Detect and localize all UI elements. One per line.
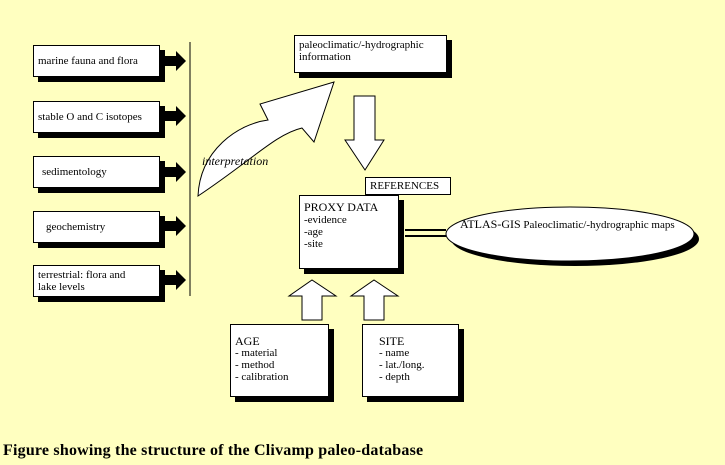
- source-arrow-3: [165, 162, 186, 182]
- source-label-sedimentology: sedimentology: [42, 166, 107, 178]
- paleo-info-box: paleoclimatic/-hydrographic information: [294, 35, 447, 73]
- site-title: SITE: [379, 334, 405, 348]
- age-up-arrow: [287, 279, 338, 321]
- source-label-isotopes: stable O and C isotopes: [38, 111, 142, 123]
- atlas-subtitle: Paleoclimatic/-hydrographic maps: [523, 219, 675, 231]
- proxy-item-age: -age: [304, 226, 323, 238]
- references-label: REFERENCES: [370, 180, 440, 192]
- site-item-depth: - depth: [379, 371, 410, 383]
- paleo-info-line-2: information: [299, 51, 351, 63]
- age-item-method: - method: [235, 359, 275, 371]
- references-box: REFERENCES: [365, 177, 451, 195]
- age-box: AGE - material - method - calibration: [230, 324, 329, 397]
- site-box: SITE - name - lat./long. - depth: [362, 324, 459, 397]
- source-label-terrestrial-2: lake levels: [38, 281, 85, 293]
- source-label-marine: marine fauna and flora: [38, 55, 138, 67]
- site-item-latlong: - lat./long.: [379, 359, 425, 371]
- age-title: AGE: [235, 334, 260, 348]
- interpretation-label: interpretation: [202, 154, 269, 168]
- source-box-geochemistry: geochemistry: [33, 211, 160, 243]
- atlas-ellipse: [445, 206, 695, 262]
- down-arrow: [344, 95, 385, 171]
- source-box-terrestrial: terrestrial: flora and lake levels: [33, 265, 160, 297]
- figure-caption: Figure showing the structure of the Cliv…: [3, 442, 424, 459]
- source-label-geochemistry: geochemistry: [46, 221, 106, 233]
- atlas-text: ATLAS-GIS Paleoclimatic/-hydrographic ma…: [460, 218, 675, 231]
- source-box-sedimentology: sedimentology: [33, 156, 160, 188]
- proxy-data-box: PROXY DATA -evidence -age -site: [299, 195, 399, 269]
- source-box-marine: marine fauna and flora: [33, 45, 160, 77]
- source-box-isotopes: stable O and C isotopes: [33, 101, 160, 133]
- interpretation-arrow: [197, 81, 335, 197]
- source-arrow-1: [165, 51, 186, 71]
- site-item-name: - name: [379, 347, 410, 359]
- proxy-data-title: PROXY DATA: [304, 200, 379, 214]
- age-item-calibration: - calibration: [235, 371, 289, 383]
- source-label-terrestrial-1: terrestrial: flora and: [38, 269, 126, 281]
- age-item-material: - material: [235, 347, 278, 359]
- source-arrow-2: [165, 106, 186, 126]
- source-arrow-5: [165, 270, 186, 290]
- proxy-item-site: -site: [304, 238, 323, 250]
- atlas-title: ATLAS-GIS: [460, 217, 521, 231]
- source-arrow-4: [165, 216, 186, 236]
- paleo-info-line-1: paleoclimatic/-hydrographic: [299, 39, 424, 51]
- site-up-arrow: [349, 279, 400, 321]
- proxy-item-evidence: -evidence: [304, 214, 347, 226]
